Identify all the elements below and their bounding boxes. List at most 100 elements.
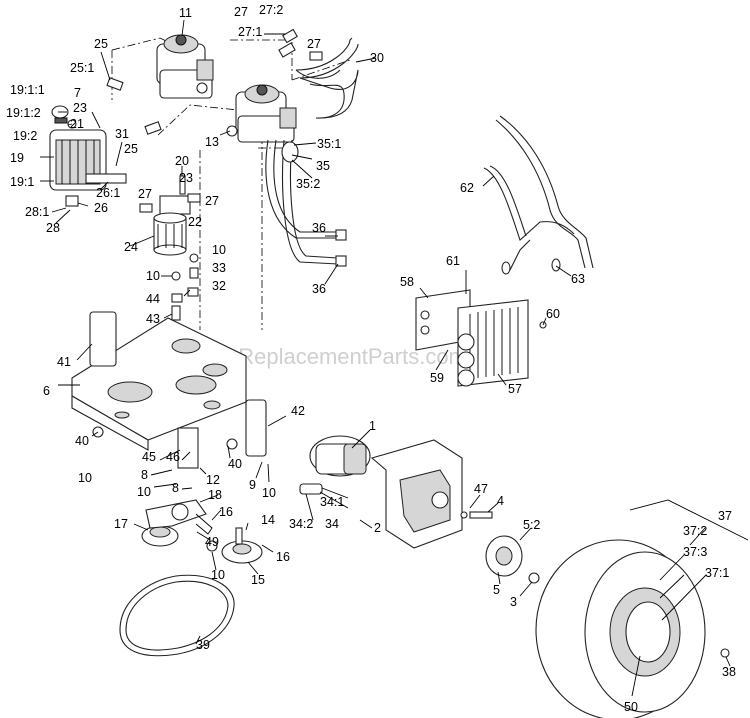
drive-pulley-15: [221, 527, 263, 564]
callout-27: 27: [234, 5, 248, 19]
callout-46: 46: [166, 450, 180, 464]
callout-25: 25: [124, 142, 138, 156]
callout-62: 62: [460, 181, 474, 195]
hydraulic-pump-2: [235, 84, 297, 143]
tire-wheel-37: [535, 499, 749, 718]
callout-19: 19: [10, 151, 24, 165]
callout-45: 45: [142, 450, 156, 464]
callout-36: 36: [312, 282, 326, 296]
callout-33: 33: [212, 261, 226, 275]
callout-10: 10: [211, 568, 225, 582]
callout-14: 14: [261, 513, 275, 527]
callout-27-1: 27:1: [238, 25, 262, 39]
callout-8: 8: [141, 468, 148, 482]
hydraulic-pump-11: [156, 34, 214, 99]
callout-4: 4: [497, 494, 504, 508]
callout-27-2: 27:2: [259, 3, 283, 17]
callout-17: 17: [114, 517, 128, 531]
frame-plate-6: [71, 311, 267, 469]
callout-18: 18: [208, 488, 222, 502]
callout-23: 23: [179, 171, 193, 185]
hose-35-36: [265, 139, 347, 267]
oil-cooler-57: [415, 289, 547, 387]
callout-10: 10: [212, 243, 226, 257]
filter-assembly: [139, 175, 201, 256]
callout-22: 22: [188, 215, 202, 229]
callout-30: 30: [370, 51, 384, 65]
callout-26-1: 26:1: [96, 186, 120, 200]
callout-25: 25: [94, 37, 108, 51]
wheel-hub-5: [460, 511, 540, 584]
callout-44: 44: [146, 292, 160, 306]
callout-8: 8: [172, 481, 179, 495]
callout-9: 9: [249, 478, 256, 492]
callout-27: 27: [307, 37, 321, 51]
callout-40: 40: [75, 434, 89, 448]
leader-lines: [40, 19, 731, 697]
callout-31: 31: [115, 127, 129, 141]
callout-60: 60: [546, 307, 560, 321]
idler-pulley-17: [141, 499, 218, 552]
callout-28-1: 28:1: [25, 205, 49, 219]
callout-35: 35: [316, 159, 330, 173]
callout-35-1: 35:1: [317, 137, 341, 151]
callout-10: 10: [78, 471, 92, 485]
callout-32: 32: [212, 279, 226, 293]
drive-belt-39: [119, 574, 235, 657]
callout-37-3: 37:3: [683, 545, 707, 559]
callout-57: 57: [508, 382, 522, 396]
cooler-lines-62-63: [483, 115, 594, 275]
callout-2: 2: [374, 521, 381, 535]
callout-25-1: 25:1: [70, 61, 94, 75]
callout-5: 5: [493, 583, 500, 597]
callout-6: 6: [43, 384, 50, 398]
assembly-lines: [111, 37, 351, 330]
callout-27: 27: [205, 194, 219, 208]
callout-13: 13: [205, 135, 219, 149]
callout-39: 39: [196, 638, 210, 652]
callout-19-2: 19:2: [13, 129, 37, 143]
callout-10: 10: [137, 485, 151, 499]
callout-47: 47: [474, 482, 488, 496]
callout-19-1: 19:1: [10, 175, 34, 189]
callout-10: 10: [262, 486, 276, 500]
callout-40: 40: [228, 457, 242, 471]
callout-11: 11: [179, 6, 192, 20]
callout-24: 24: [124, 240, 138, 254]
hose-30: [295, 37, 359, 119]
fittings-top: [106, 28, 323, 137]
callout-20: 20: [175, 154, 189, 168]
callout-49: 49: [205, 535, 219, 549]
callout-19-1-1: 19:1:1: [10, 83, 45, 97]
callout-7: 7: [74, 86, 81, 100]
hydraulic-reservoir-19: [49, 105, 127, 207]
callout-50: 50: [624, 700, 638, 714]
callout-10: 10: [146, 269, 160, 283]
callout-43: 43: [146, 312, 160, 326]
callout-42: 42: [291, 404, 305, 418]
callout-36: 36: [312, 221, 326, 235]
callout-35-2: 35:2: [296, 177, 320, 191]
callout-21: 21: [70, 117, 84, 131]
callout-1: 1: [369, 419, 376, 433]
callout-16: 16: [219, 505, 233, 519]
callout-12: 12: [206, 473, 220, 487]
callout-26: 26: [94, 201, 108, 215]
callout-27: 27: [138, 187, 152, 201]
callout-63: 63: [571, 272, 585, 286]
callout-16: 16: [276, 550, 290, 564]
callout-5-2: 5:2: [523, 518, 540, 532]
callout-34: 34: [325, 517, 339, 531]
callout-37-1: 37:1: [705, 566, 729, 580]
callout-34-1: 34:1: [320, 495, 344, 509]
callout-38: 38: [722, 665, 736, 679]
callout-34-2: 34:2: [289, 517, 313, 531]
callout-37-2: 37:2: [683, 524, 707, 538]
callout-58: 58: [400, 275, 414, 289]
callout-28: 28: [46, 221, 60, 235]
wheel-motor-1: [299, 435, 463, 549]
bolt-stack: [171, 253, 199, 321]
callout-15: 15: [251, 573, 265, 587]
callout-59: 59: [430, 371, 444, 385]
callout-labels: 11 27 27:2 27:1 27 30 25 25:1 19:1:1 7 1…: [6, 3, 736, 714]
